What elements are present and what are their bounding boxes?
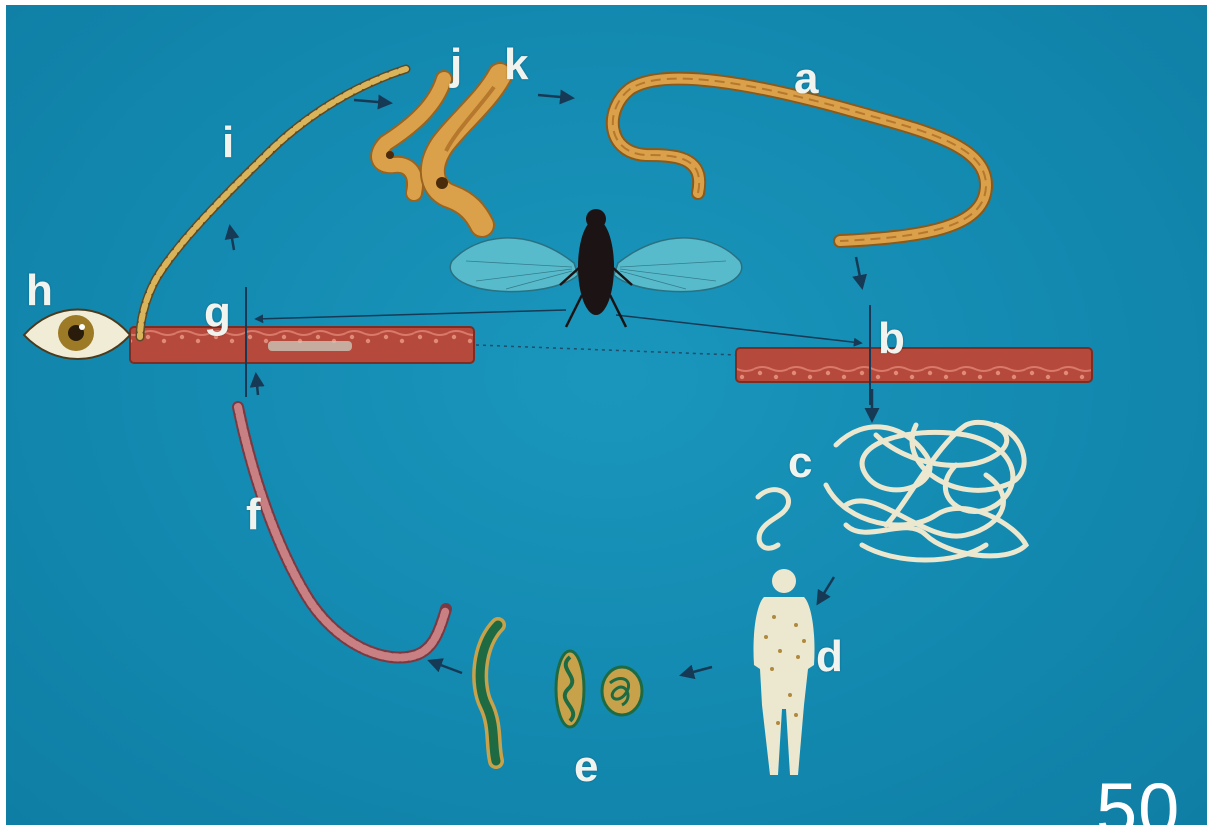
diagram-artwork [6, 5, 1207, 825]
fly-to-b-line [616, 315, 861, 343]
label-e: e [574, 745, 598, 789]
label-b: b [878, 317, 905, 361]
arrow-a-to-b [856, 257, 862, 287]
fly-to-g-line [256, 310, 566, 319]
arrow-c-to-d [818, 577, 834, 603]
label-f: f [246, 493, 261, 537]
arrow-d-to-e [682, 667, 712, 675]
eye-icon [24, 310, 130, 360]
plate-number: 50 [1096, 773, 1180, 825]
label-d: d [816, 635, 843, 679]
skin-link-dashed [476, 345, 736, 355]
microfilaria-i [140, 69, 406, 337]
skin-strip-right [736, 348, 1092, 382]
arrow-i-to-j [354, 100, 390, 103]
label-h: h [26, 269, 53, 313]
arrow-f-to-g [256, 375, 258, 395]
label-g: g [204, 291, 231, 335]
microfilaria-f [238, 407, 446, 658]
human-silhouette-icon [753, 569, 814, 775]
skin-strip-left [130, 327, 474, 363]
label-j: j [450, 43, 462, 87]
arrow-k-to-a [538, 95, 572, 98]
label-i: i [222, 121, 234, 165]
label-c: c [788, 441, 812, 485]
arrow-g-to-i [230, 227, 234, 250]
label-k: k [504, 43, 528, 87]
microfilaria-e [480, 625, 642, 761]
lifecycle-diagram: a b c d e f g h i j k 50 [6, 5, 1207, 825]
arrow-e-to-f [430, 661, 462, 673]
label-a: a [794, 57, 818, 101]
